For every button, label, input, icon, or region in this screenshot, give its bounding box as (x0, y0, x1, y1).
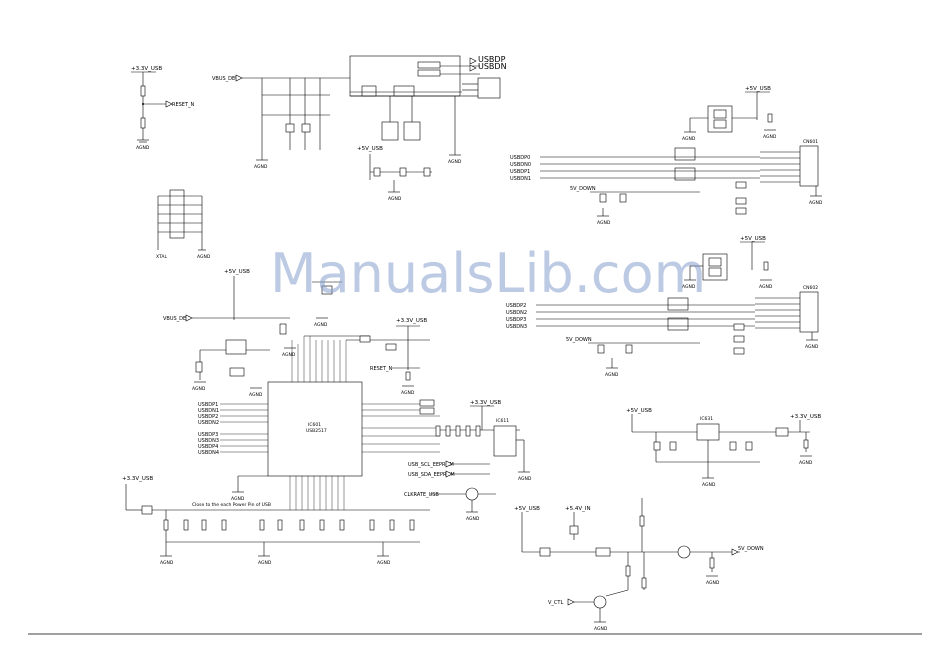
ground-label-17: AGND (249, 392, 263, 398)
power-switch-block: +5V_USB +5.4V_IN 5V_DOWN AGND V_CTL AGND (514, 498, 764, 632)
conn-label-cn601: CN601 (803, 139, 818, 145)
ground-label-14: AGND (314, 322, 328, 328)
hub-ic-body (267, 381, 363, 477)
net-label-vbus-det-mid: VBUS_DET (163, 316, 190, 322)
regulator-block: +5V_USB IC631 +3.3V_USB AGND AGND (626, 408, 821, 488)
power-label-5v-small: +5V_USB (357, 146, 383, 152)
hub-net-0: USBDP1 (198, 402, 218, 408)
reset-rc-block: +3.3V_USB RESET_N AGND (131, 66, 195, 151)
net-label-reset-top: RESET_N (172, 102, 195, 108)
hub-net-7: USBDN4 (198, 450, 219, 456)
ground-label-3: AGND (254, 164, 268, 170)
net-label-usb-sda: USB_SDA_EEPROM (408, 472, 455, 478)
port-label-usbdn2: USBDN2 (506, 310, 527, 316)
power-label-33v-reg-out: +3.3V_USB (790, 414, 821, 420)
ground-label-19: AGND (231, 496, 245, 502)
ground-label-11: AGND (759, 284, 773, 290)
power-label-5v-mid-left: +5V_USB (224, 269, 250, 275)
power-label-5v-reg-in: +5V_USB (626, 408, 652, 414)
hub-net-3: USBDN2 (198, 420, 219, 426)
port-label-usbdp1: USBDP1 (510, 169, 530, 175)
hub-net-5: USBDN3 (198, 438, 219, 444)
ground-label-6: AGND (682, 136, 696, 142)
power-label-5v4-in: +5.4V_IN (565, 506, 591, 512)
ground-label-9: AGND (597, 220, 611, 226)
hub-controller-block: +5V_USB AGND VBUS_DET AGND AGND AGND IC6… (163, 269, 440, 510)
hub-ic-part: USB2517 (306, 428, 327, 434)
decoupling-block: +3.3V_USB AGND Close to the each Power P… (122, 476, 430, 566)
net-label-usb-scl: USB_SCL_EEPROM (408, 462, 454, 468)
net-label-vbus-det-top: VBUS_DET (212, 76, 239, 82)
xtal-label: XTAL (156, 254, 167, 260)
net-label-5v-down-a: 5V_DOWN (570, 186, 596, 192)
upstream-usb-block: VBUS_DET AGND USBDP USBDN AGND (212, 55, 507, 202)
ground-label-15: AGND (282, 352, 296, 358)
regulator-refdes: IC631 (700, 416, 713, 422)
power-label-33v-top: +3.3V_USB (131, 66, 162, 72)
hub-net-4: USBDP3 (198, 432, 218, 438)
eeprom-refdes: IC611 (496, 418, 509, 424)
power-label-33v-mid: +3.3V_USB (396, 318, 427, 324)
ground-label-18: AGND (401, 390, 415, 396)
ground-label-21: AGND (466, 516, 480, 522)
power-label-5v-bottom: +5V_USB (514, 506, 540, 512)
power-label-33v-bottom-left: +3.3V_USB (122, 476, 153, 482)
hub-net-6: USBDP4 (198, 444, 218, 450)
power-label-5v-mid-right: +5V_USB (740, 236, 766, 242)
net-label-v-ctl: V_CTL (548, 600, 563, 606)
port-label-usbdp3: USBDP3 (506, 317, 526, 323)
net-label-usbdp: USBDP (478, 55, 506, 64)
ground-label-27: AGND (706, 580, 720, 586)
port-label-usbdn1: USBDN1 (510, 176, 531, 182)
hub-net-1: USBDN1 (198, 408, 219, 414)
ground-label-5: AGND (388, 196, 402, 202)
port-label-usbdn0: USBDN0 (510, 162, 531, 168)
ground-label-25: AGND (258, 560, 272, 566)
downstream-port-a: +5V_USB AGND AGND USBDP0 USBDN0 USBDP1 U… (510, 86, 823, 226)
ground-label-10: AGND (682, 284, 696, 290)
downstream-port-b: +5V_USB AGND AGND USBDP2 USBDN2 USBDP3 U… (506, 236, 819, 378)
ground-label-24: AGND (160, 560, 174, 566)
ground-label-28: AGND (594, 626, 608, 632)
hub-left-net-labels: USBDP1 USBDN1 USBDP2 USBDN2 USBDP3 USBDN… (198, 402, 219, 456)
port-label-usbdn3: USBDN3 (506, 324, 527, 330)
ground-label-2: AGND (197, 254, 211, 260)
port-b-labels: USBDP2 USBDN2 USBDP3 USBDN3 (506, 303, 527, 330)
power-label-33v-hub-right: +3.3V_USB (470, 400, 501, 406)
ground-label-22: AGND (702, 482, 716, 488)
ground-label-26: AGND (377, 560, 391, 566)
jumper-stack: XTAL AGND (156, 189, 211, 260)
conn-label-cn602: CN602 (803, 285, 818, 291)
ground-label-16: AGND (192, 386, 206, 392)
ground-label-1: AGND (136, 145, 150, 151)
note-close-power-pin: Close to the each Power Pin of USB (192, 502, 271, 508)
net-label-5v-down-out: 5V_DOWN (738, 546, 764, 552)
hub-net-2: USBDP2 (198, 414, 218, 420)
net-label-5v-down-b: 5V_DOWN (566, 337, 592, 343)
port-label-usbdp0: USBDP0 (510, 155, 530, 161)
net-label-clkrate: CLKRATE_USB (404, 492, 439, 498)
net-label-usbdn: USBDN (478, 62, 507, 71)
hub-ic-refdes: IC601 (308, 422, 321, 428)
power-label-5v-top-right: +5V_USB (745, 86, 771, 92)
watermark-text: ManualsLib.com (270, 242, 706, 305)
ground-label-12: AGND (805, 344, 819, 350)
ground-label-20: AGND (518, 476, 532, 482)
port-label-usbdp2: USBDP2 (506, 303, 526, 309)
ground-label-23: AGND (799, 460, 813, 466)
ground-label-4: AGND (448, 159, 462, 165)
port-a-labels: USBDP0 USBDN0 USBDP1 USBDN1 (510, 155, 531, 182)
ground-label-7: AGND (763, 134, 777, 140)
ground-label-13: AGND (605, 372, 619, 378)
eeprom-block: +3.3V_USB IC611 AGND USB_SCL_EEPROM USB_… (404, 400, 532, 522)
net-label-reset-mid: RESET_N (370, 366, 393, 372)
ground-label-8: AGND (809, 200, 823, 206)
